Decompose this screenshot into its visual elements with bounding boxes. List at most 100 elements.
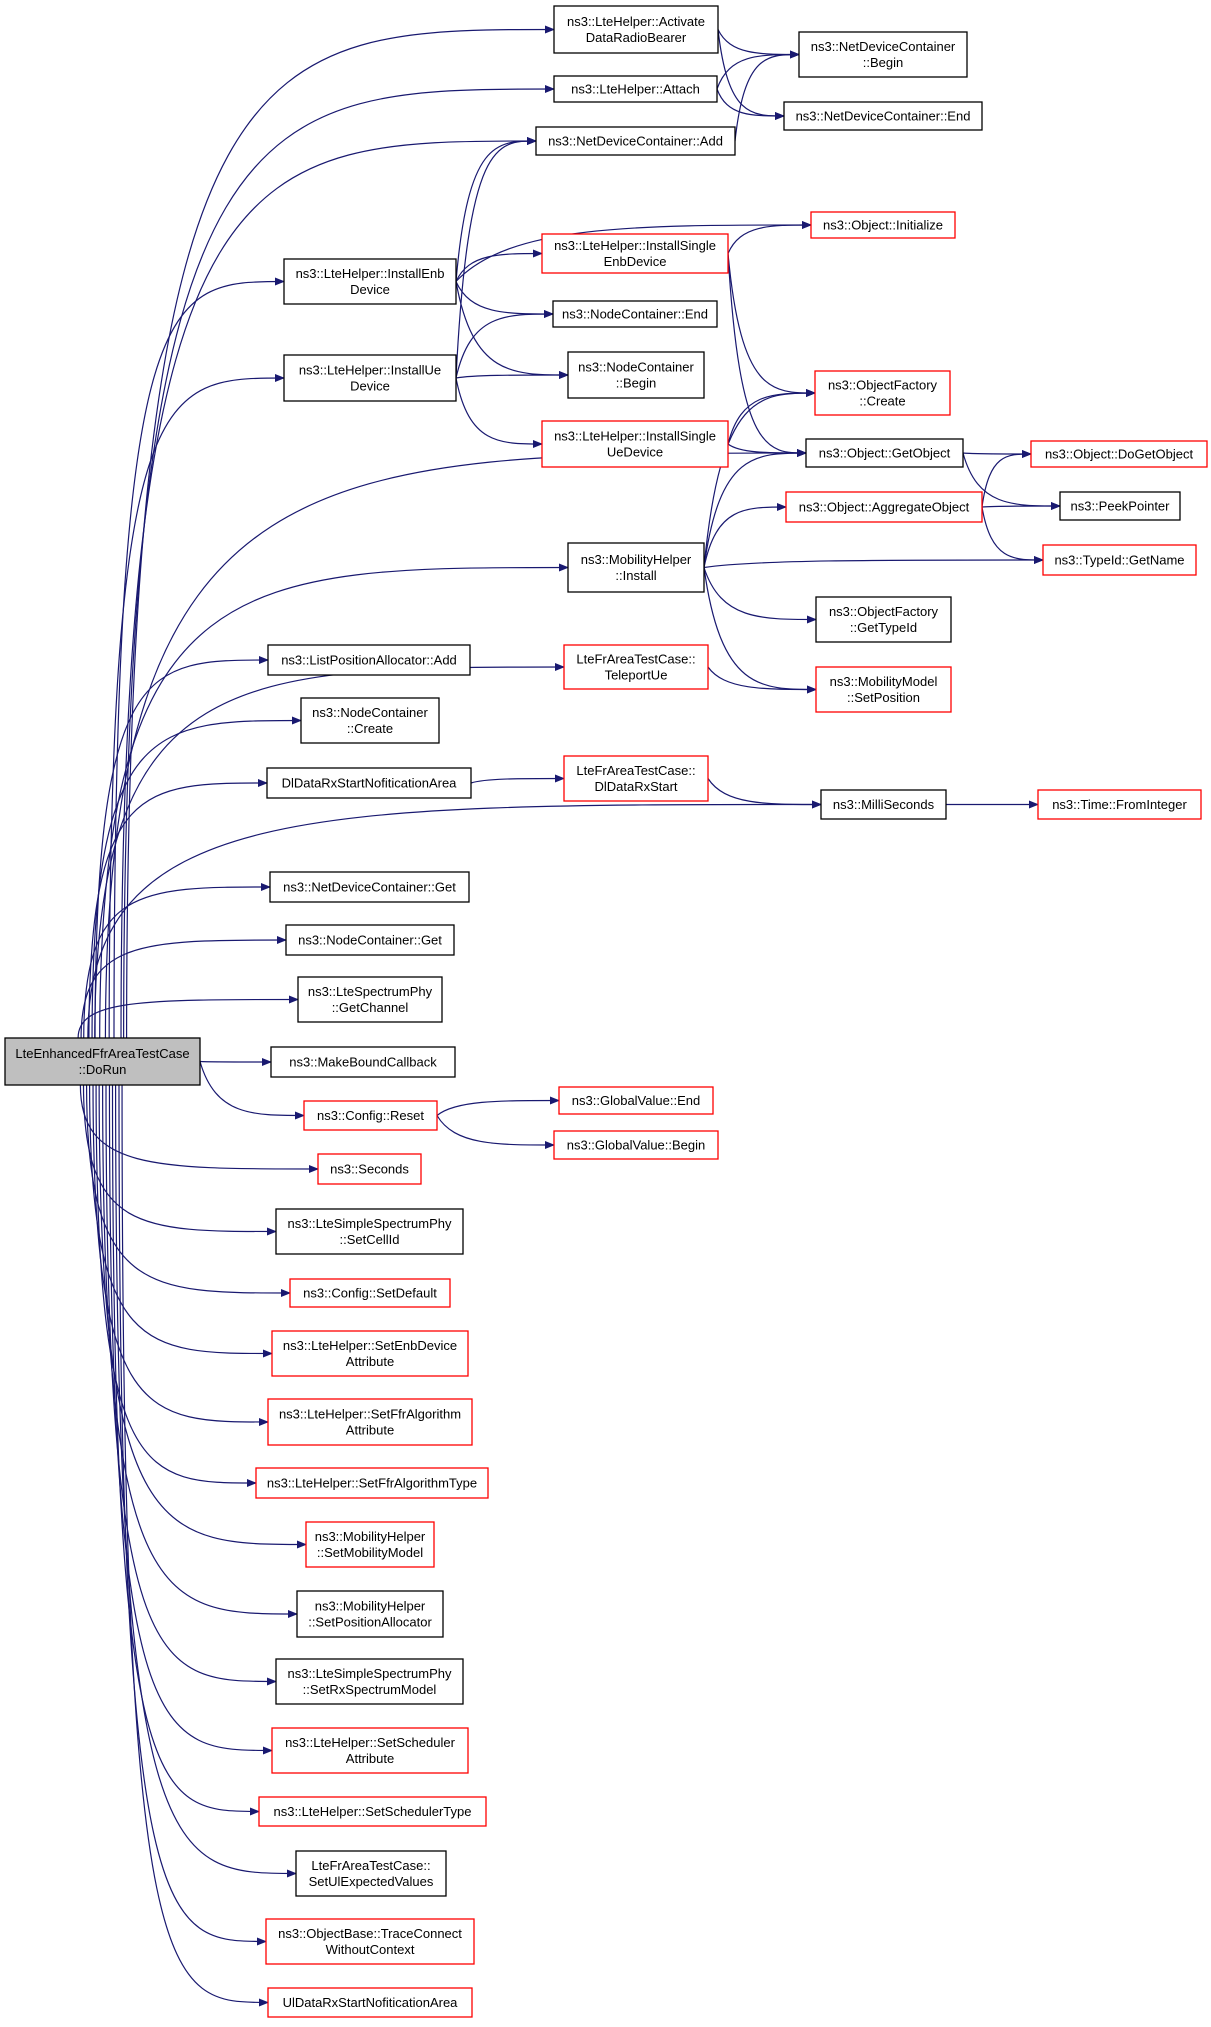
node-label: ns3::Config::Reset: [317, 1108, 424, 1123]
node-box: [267, 644, 471, 676]
node-label: ns3::LteHelper::SetSchedulerType: [273, 1804, 471, 1819]
node-label: ns3::PeekPointer: [1070, 499, 1170, 514]
edge-root-to-set-enb-attr: [89, 1084, 273, 1358]
node-lsp-getchannel[interactable]: ns3::LteSpectrumPhy::GetChannel: [297, 976, 443, 1023]
edge-root-to-milliseconds: [87, 800, 822, 1039]
node-lssp-setcellid[interactable]: ns3::LteSimpleSpectrumPhy::SetCellId: [275, 1208, 464, 1255]
node-label: ns3::NetDeviceContainer: [811, 39, 956, 54]
node-box: [258, 1796, 487, 1827]
node-lssp-setrx[interactable]: ns3::LteSimpleSpectrumPhy::SetRxSpectrum…: [275, 1658, 464, 1705]
node-label: ns3::LteHelper::Activate: [567, 14, 705, 29]
node-seconds[interactable]: ns3::Seconds: [317, 1153, 422, 1185]
node-typeid-getname[interactable]: ns3::TypeId::GetName: [1042, 544, 1197, 576]
node-box: [4, 1037, 201, 1086]
edge-root-to-activate: [126, 25, 555, 1039]
node-label: ns3::NodeContainer::End: [562, 307, 708, 322]
node-teleport[interactable]: LteFrAreaTestCase::TeleportUe: [563, 644, 709, 690]
node-label: ::GetChannel: [332, 1000, 409, 1015]
node-obj-dogetobject[interactable]: ns3::Object::DoGetObject: [1030, 440, 1208, 468]
node-config-reset[interactable]: ns3::Config::Reset: [303, 1100, 438, 1131]
node-of-create[interactable]: ns3::ObjectFactory::Create: [814, 370, 951, 416]
edge-root-to-obj-getobject: [104, 449, 807, 1039]
node-milliseconds[interactable]: ns3::MilliSeconds: [820, 789, 947, 820]
edge-install-enb-to-install-single-enb: [455, 249, 543, 282]
node-gv-end[interactable]: ns3::GlobalValue::End: [558, 1086, 714, 1115]
node-label: EnbDevice: [604, 254, 667, 269]
node-obj-aggregate[interactable]: ns3::Object::AggregateObject: [785, 491, 983, 523]
node-label: LteFrAreaTestCase::: [576, 652, 695, 667]
node-ndc-begin[interactable]: ns3::NetDeviceContainer::Begin: [798, 31, 968, 78]
node-root[interactable]: LteEnhancedFfrAreaTestCase::DoRun: [4, 1037, 201, 1086]
node-of-gettypeid[interactable]: ns3::ObjectFactory::GetTypeId: [815, 596, 952, 643]
node-ndc-get[interactable]: ns3::NetDeviceContainer::Get: [269, 871, 470, 903]
node-label: LteFrAreaTestCase::: [311, 1858, 430, 1873]
node-label: ::SetMobilityModel: [317, 1545, 423, 1560]
edge-root-to-ndc-add: [120, 137, 537, 1039]
node-label: ns3::NodeContainer: [578, 360, 694, 375]
node-config-setdefault[interactable]: ns3::Config::SetDefault: [289, 1278, 451, 1308]
node-box: [1059, 491, 1181, 521]
node-box: [541, 233, 729, 274]
node-ndc-add[interactable]: ns3::NetDeviceContainer::Add: [535, 126, 736, 156]
node-label: LteEnhancedFfrAreaTestCase: [15, 1046, 189, 1061]
edge-root-to-ndc-get: [83, 883, 271, 1039]
node-box: [283, 258, 457, 305]
node-box: [535, 126, 736, 156]
node-time-fromint[interactable]: ns3::Time::FromInteger: [1037, 789, 1202, 820]
node-makebound[interactable]: ns3::MakeBoundCallback: [270, 1046, 456, 1078]
node-set-ffr-type[interactable]: ns3::LteHelper::SetFfrAlgorithmType: [255, 1467, 489, 1499]
node-nc-get[interactable]: ns3::NodeContainer::Get: [285, 924, 455, 956]
edge-install-ue-to-ndc-add: [455, 137, 537, 379]
node-box: [541, 420, 729, 468]
node-label: ns3::Object::GetObject: [819, 446, 951, 461]
node-set-sched-type[interactable]: ns3::LteHelper::SetSchedulerType: [258, 1796, 487, 1827]
node-dl-notif[interactable]: DlDataRxStartNofiticationArea: [266, 767, 472, 799]
node-peekpointer[interactable]: ns3::PeekPointer: [1059, 491, 1181, 521]
node-label: ns3::MobilityModel: [830, 674, 938, 689]
node-nc-end[interactable]: ns3::NodeContainer::End: [552, 300, 718, 328]
node-set-pos-alloc[interactable]: ns3::MobilityHelper::SetPositionAllocato…: [296, 1590, 444, 1638]
node-ul-notif[interactable]: UlDataRxStartNofiticationArea: [267, 1987, 473, 2018]
edge-root-to-set-ul-expected: [115, 1084, 297, 1878]
edges-layer: [77, 25, 1061, 2007]
node-box: [1037, 789, 1202, 820]
node-label: ::SetPositionAllocator: [308, 1615, 432, 1630]
node-box: [267, 1987, 473, 2018]
node-label: DlDataRxStartNofiticationArea: [282, 776, 458, 791]
node-gv-begin[interactable]: ns3::GlobalValue::Begin: [553, 1130, 719, 1160]
node-ndc-end[interactable]: ns3::NetDeviceContainer::End: [783, 101, 983, 131]
node-box: [275, 1208, 464, 1255]
node-mob-install[interactable]: ns3::MobilityHelper::Install: [567, 542, 705, 593]
node-label: ::DoRun: [79, 1062, 127, 1077]
node-box: [285, 924, 455, 956]
node-obj-getobject[interactable]: ns3::Object::GetObject: [805, 438, 964, 468]
node-lpa-add[interactable]: ns3::ListPositionAllocator::Add: [267, 644, 471, 676]
node-trace-connect[interactable]: ns3::ObjectBase::TraceConnectWithoutCont…: [265, 1918, 475, 1965]
edge-root-to-set-mob-model: [98, 1084, 307, 1549]
node-set-ul-expected[interactable]: LteFrAreaTestCase::SetUlExpectedValues: [295, 1850, 447, 1897]
node-box: [303, 1100, 438, 1131]
node-label: WithoutContext: [326, 1942, 415, 1957]
node-label: DlDataRxStart: [594, 779, 677, 794]
node-nc-begin[interactable]: ns3::NodeContainer::Begin: [567, 351, 705, 399]
node-set-mob-model[interactable]: ns3::MobilityHelper::SetMobilityModel: [305, 1521, 435, 1568]
node-mm-setpos[interactable]: ns3::MobilityModel::SetPosition: [815, 666, 952, 713]
node-nc-create[interactable]: ns3::NodeContainer::Create: [300, 697, 440, 744]
node-dl-rxstart[interactable]: LteFrAreaTestCase::DlDataRxStart: [563, 755, 709, 802]
edge-root-to-set-pos-alloc: [102, 1084, 298, 1618]
node-box: [300, 697, 440, 744]
node-box: [1030, 440, 1208, 468]
node-obj-init[interactable]: ns3::Object::Initialize: [810, 211, 956, 239]
node-label: ns3::Time::FromInteger: [1052, 797, 1187, 812]
edge-install-enb-to-nc-end: [455, 281, 554, 318]
node-attach[interactable]: ns3::LteHelper::Attach: [553, 75, 718, 103]
node-box: [296, 1590, 444, 1638]
